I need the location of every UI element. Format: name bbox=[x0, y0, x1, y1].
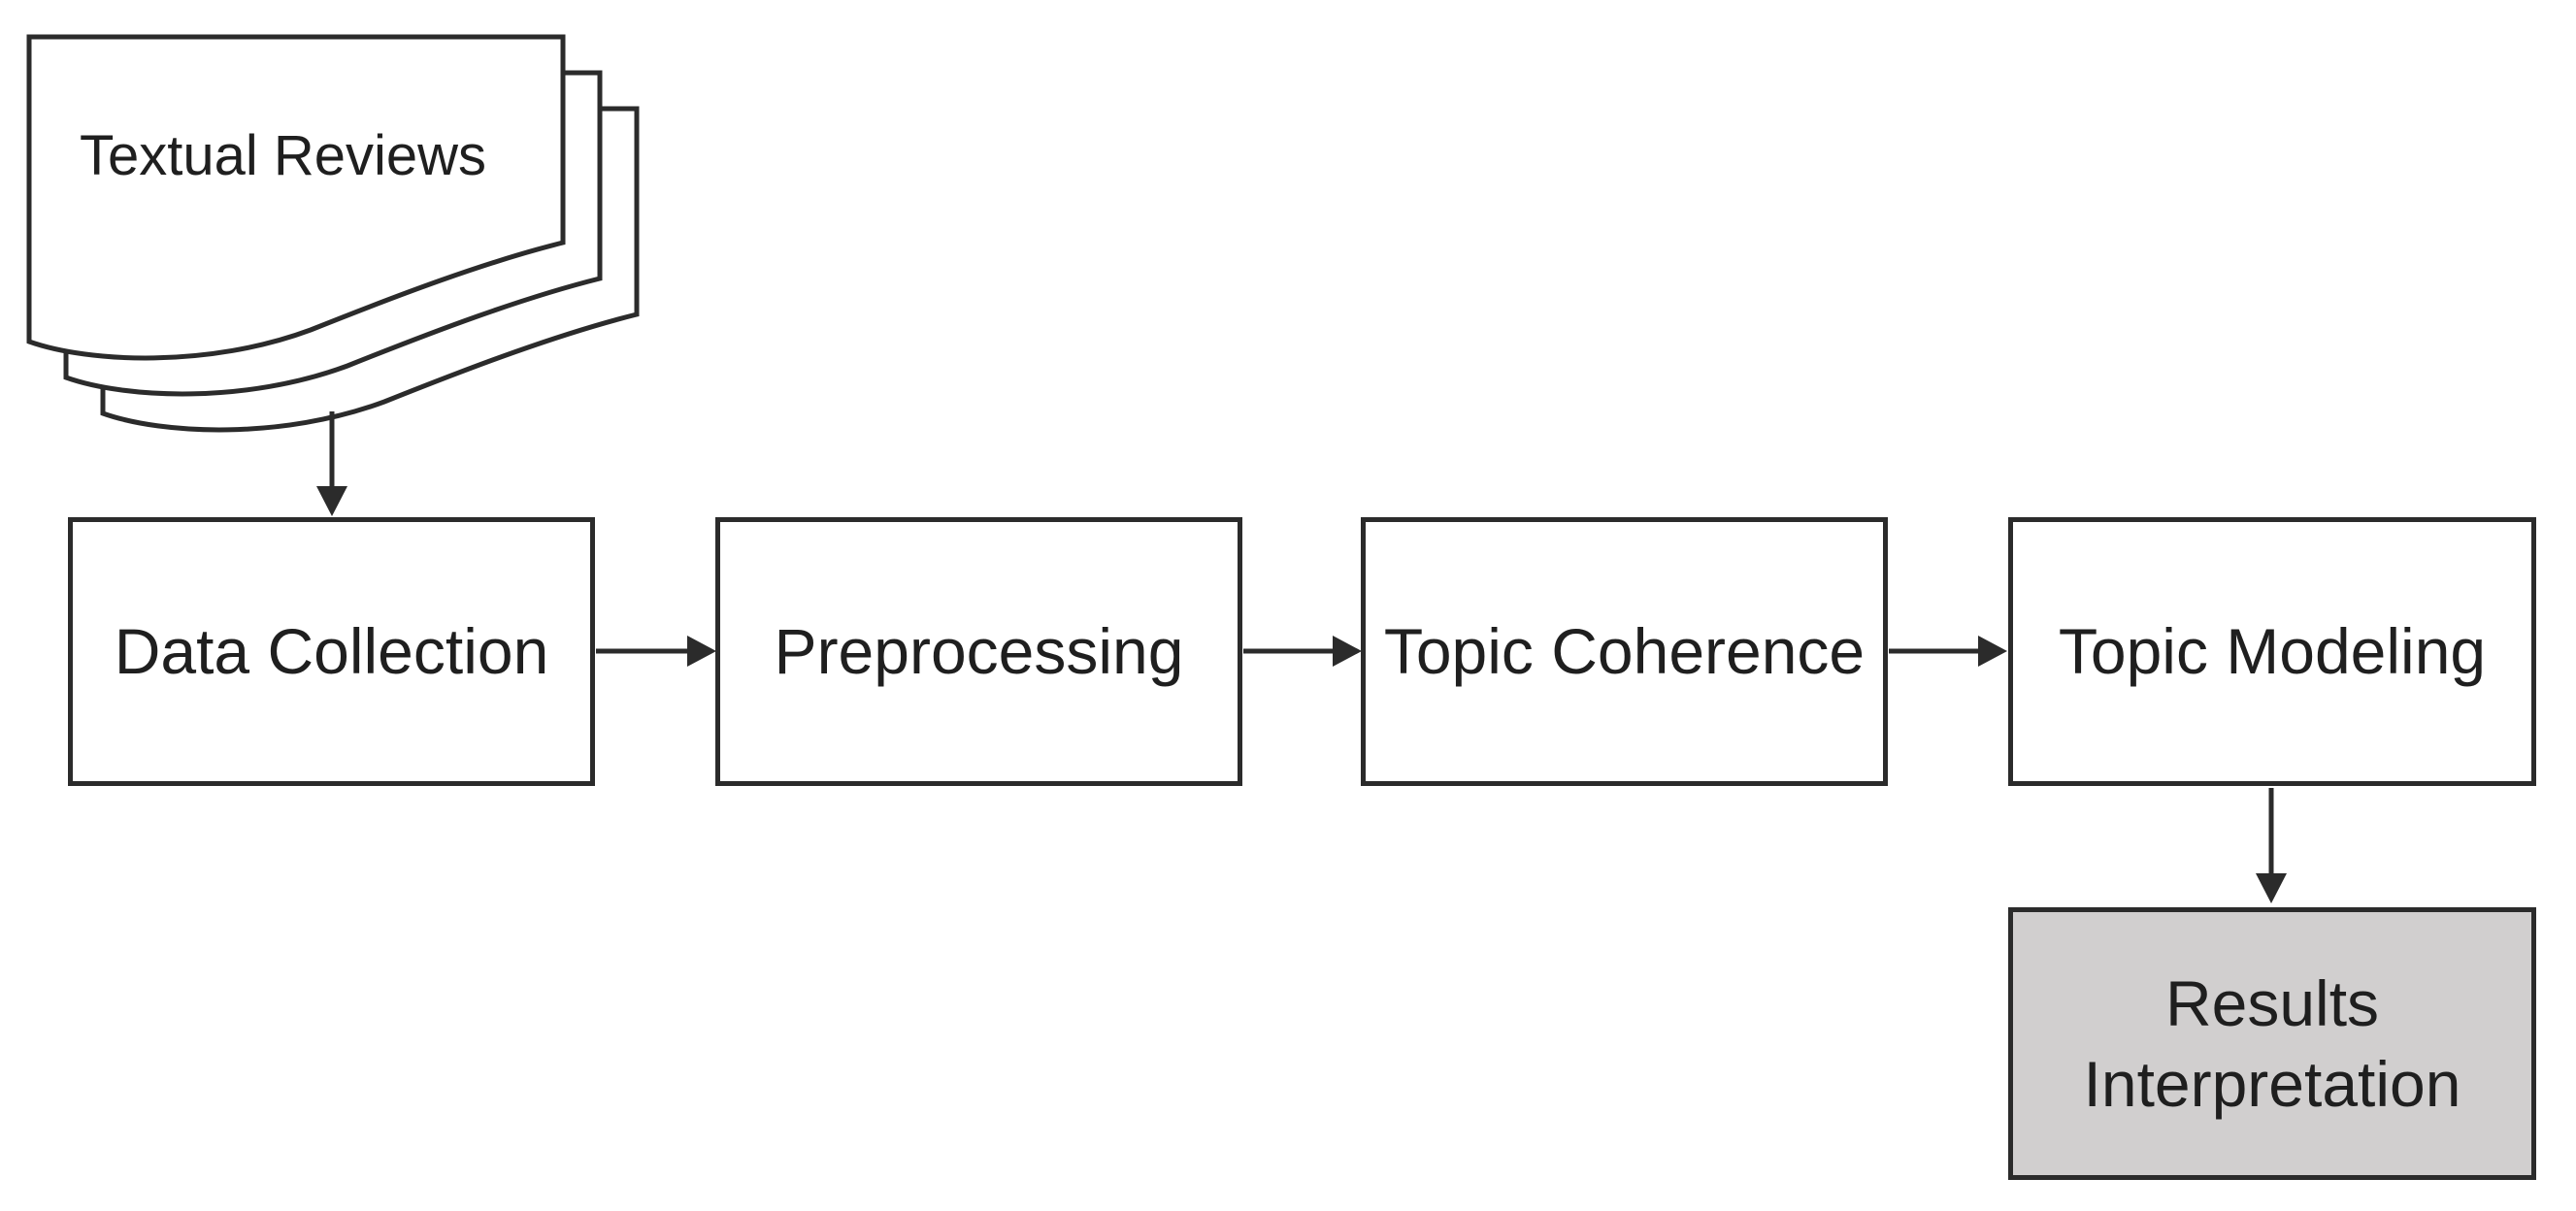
arrow-down-icon bbox=[316, 411, 347, 516]
arrow-right-icon bbox=[1243, 636, 1362, 667]
arrow-right-icon bbox=[1889, 636, 2007, 667]
textual-reviews-label: Textual Reviews bbox=[80, 124, 487, 187]
flow-box-label: Preprocessing bbox=[774, 615, 1184, 688]
flow-box-label: Data Collection bbox=[114, 615, 549, 688]
flow-box-topic-coherence: Topic Coherence bbox=[1361, 517, 1888, 786]
arrow-right-icon bbox=[596, 636, 716, 667]
document-sheet-front-icon bbox=[26, 34, 566, 361]
document-stack-icon bbox=[26, 34, 640, 433]
arrow-down-icon bbox=[2256, 788, 2287, 903]
flow-box-results-interpretation: Results Interpretation bbox=[2008, 907, 2536, 1180]
flow-box-label: Results Interpretation bbox=[2083, 967, 2461, 1120]
flow-box-label: Topic Coherence bbox=[1383, 615, 1866, 688]
flow-box-data-collection: Data Collection bbox=[68, 517, 595, 786]
flow-box-preprocessing: Preprocessing bbox=[715, 517, 1242, 786]
flow-box-topic-modeling: Topic Modeling bbox=[2008, 517, 2536, 786]
flow-box-label: Topic Modeling bbox=[2058, 615, 2487, 688]
